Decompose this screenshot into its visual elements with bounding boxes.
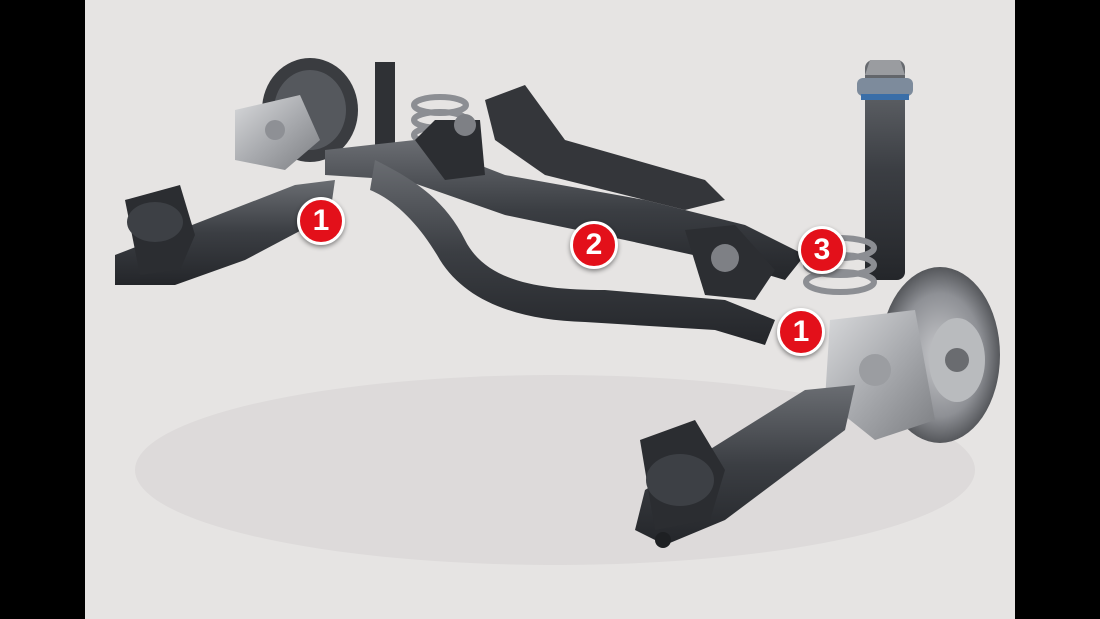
right-brake-assembly — [825, 267, 1000, 443]
callout-marker-3: 3 — [798, 226, 846, 274]
callout-label: 1 — [312, 204, 330, 237]
letterbox-right — [1015, 0, 1100, 619]
callout-marker-2: 2 — [570, 221, 618, 269]
left-trailing-arm — [115, 180, 335, 285]
callout-marker-1-right: 1 — [777, 308, 825, 356]
callout-label: 3 — [813, 233, 831, 266]
letterbox-left — [0, 0, 85, 619]
suspension-illustration — [115, 58, 1000, 565]
suspension-photo — [85, 0, 1015, 619]
left-brake-assembly — [235, 58, 358, 170]
callout-marker-1-left: 1 — [297, 197, 345, 245]
callout-label: 2 — [585, 228, 603, 261]
subframe — [325, 85, 805, 345]
callout-label: 1 — [792, 315, 810, 348]
right-trailing-arm — [635, 385, 855, 548]
